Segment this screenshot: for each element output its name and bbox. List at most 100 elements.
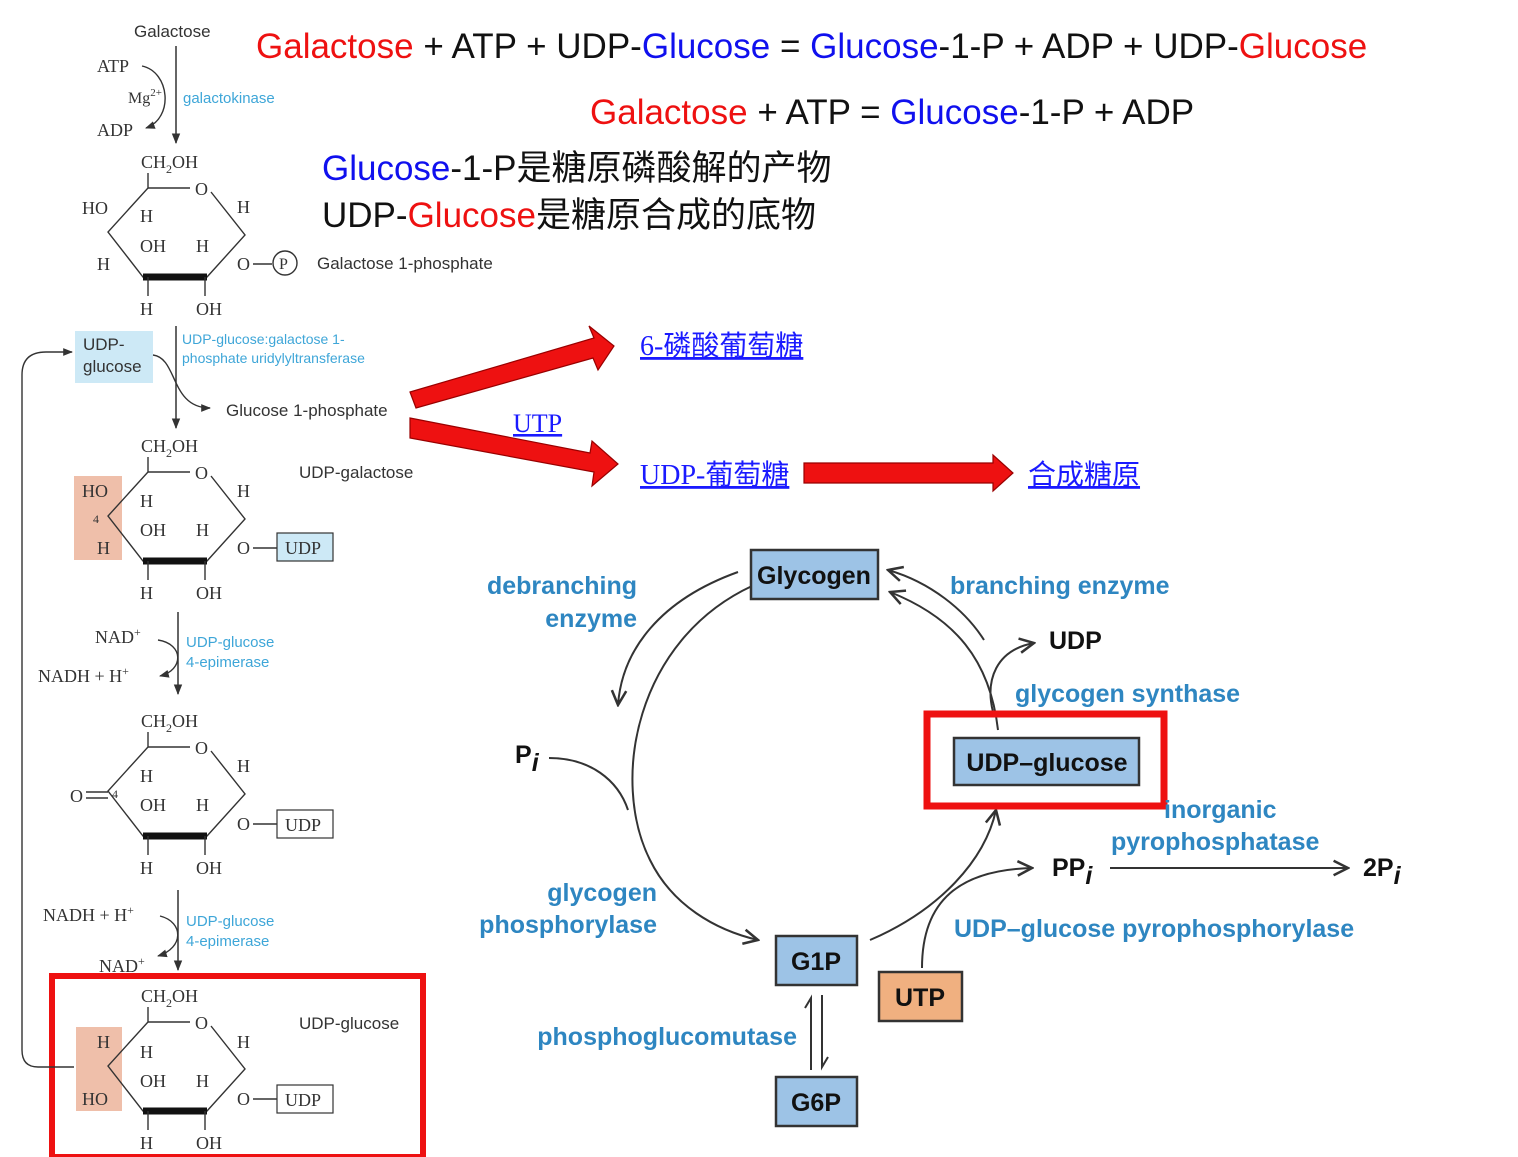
note1-glucose: Glucose <box>322 149 450 188</box>
red-arrow-right <box>803 453 1014 493</box>
svg-text:UDP: UDP <box>285 538 321 558</box>
svg-text:UDP–glucose: UDP–glucose <box>966 749 1127 777</box>
glycogen-node <box>749 548 880 601</box>
h-left-low: H <box>97 254 110 274</box>
glucose-1-phosphate-label: Glucose 1-phosphate <box>226 401 388 420</box>
equation-net: Galactose + ATP = Glucose-1-P + ADP <box>590 93 1194 132</box>
udp-release-curve <box>989 643 1034 713</box>
inorganic-label-2: pyrophosphatase <box>1111 828 1319 856</box>
phosphate-circle <box>272 250 298 276</box>
g1p-node <box>774 934 859 987</box>
svg-text:H: H <box>196 1071 209 1091</box>
epimerase-label-2b: 4-epimerase <box>186 933 269 950</box>
equilibrium-arrow-up <box>804 994 812 1070</box>
recycle-loop-arrow <box>21 348 74 1068</box>
svg-text:4: 4 <box>93 512 99 526</box>
oh-bottom: OH <box>196 299 222 319</box>
epimerase-label-1b: 4-epimerase <box>186 654 269 671</box>
note-glucose-1-p: Glucose-1-P是糖原磷酸解的产物 <box>322 149 832 188</box>
debranching-label-1: debranching <box>487 572 637 600</box>
svg-text:H: H <box>196 520 209 540</box>
epimerase-label-1a: UDP-glucose <box>186 634 274 651</box>
nadh-2: NADH + H+ <box>43 903 134 925</box>
note1-rest: -1-P是糖原磷酸解的产物 <box>450 149 831 188</box>
svg-text:UDP: UDP <box>285 1090 321 1110</box>
svg-text:O: O <box>195 738 208 758</box>
adp-label: ADP <box>97 120 133 140</box>
atp-label: ATP <box>97 56 129 76</box>
svg-text:H: H <box>237 481 250 501</box>
svg-text:OH: OH <box>196 858 222 878</box>
svg-text:UDP-: UDP- <box>83 335 125 354</box>
o-link: O <box>237 254 250 274</box>
keto-o: O <box>70 786 83 806</box>
c4-highlight-2 <box>76 1027 122 1111</box>
utp-link[interactable]: UTP <box>513 409 562 438</box>
pyrophosphorylase-label: UDP–glucose pyrophosphorylase <box>954 915 1354 943</box>
ppi-label: PPi <box>1052 854 1093 890</box>
svg-text:H: H <box>140 858 153 878</box>
g6p-link[interactable]: 6-磷酸葡萄糖 <box>640 330 803 362</box>
svg-text:OH: OH <box>196 1133 222 1153</box>
branching-arc-1 <box>888 570 985 641</box>
g6p-node <box>774 1075 859 1128</box>
svg-text:UTP: UTP <box>895 984 945 1012</box>
eq2-part2: -1-P + ADP <box>1019 93 1194 132</box>
galactokinase-label: galactokinase <box>183 90 275 107</box>
transferase-label-2: phosphate uridylyltransferase <box>182 350 365 366</box>
svg-text:OH: OH <box>140 1071 166 1091</box>
udp-box-3 <box>276 1084 334 1114</box>
udp-box-2 <box>276 809 334 839</box>
galactose-pathway: Galactose ATP Mg2+ ADP galactokinase CH2… <box>21 22 493 1157</box>
svg-text:H: H <box>140 1133 153 1153</box>
svg-text:OH: OH <box>140 520 166 540</box>
svg-text:OH: OH <box>196 583 222 603</box>
svg-text:Glycogen: Glycogen <box>757 562 871 590</box>
eq2-part1: + ATP = <box>748 93 891 132</box>
udp-glucose-structure: CH2OH O H H H OH H HO O UDP H OH <box>76 986 334 1153</box>
nad-plus-2: NAD+ <box>99 954 145 976</box>
eq2-glucose: Glucose <box>890 93 1018 132</box>
galactose-1-phosphate-structure: CH2OH O HO H H OH H H O P H OH <box>82 152 298 319</box>
svg-text:O: O <box>237 814 250 834</box>
note2-prefix: UDP- <box>322 196 408 235</box>
svg-text:G1P: G1P <box>791 948 841 976</box>
svg-text:H: H <box>140 491 153 511</box>
svg-text:CH2OH: CH2OH <box>141 436 198 460</box>
branching-enzyme-label: branching enzyme <box>950 572 1170 600</box>
equilibrium-arrow-down <box>821 995 829 1071</box>
svg-text:UDP: UDP <box>285 815 321 835</box>
note2-rest: 是糖原合成的底物 <box>536 196 816 235</box>
udp-galactose-label: UDP-galactose <box>299 463 413 482</box>
eq1-part2: = <box>770 27 810 66</box>
udp-glucose-box <box>75 331 153 383</box>
eq1-glucose-c: Glucose <box>1239 27 1367 66</box>
phosphorylase-label-2: phosphorylase <box>479 911 657 939</box>
pi-input-curve <box>548 757 629 811</box>
oh-inner: OH <box>140 236 166 256</box>
phosphorylase-label-1: glycogen <box>547 879 657 907</box>
ho-c4: HO <box>82 481 108 501</box>
nad-plus-1: NAD+ <box>95 625 141 647</box>
eq1-part1: + ATP + UDP- <box>414 27 642 66</box>
eq2-galactose: Galactose <box>590 93 748 132</box>
svg-text:O: O <box>195 1013 208 1033</box>
svg-text:H: H <box>140 583 153 603</box>
svg-text:G6P: G6P <box>791 1089 841 1117</box>
udp-glucose-link[interactable]: UDP-葡萄糖 <box>640 459 789 491</box>
udp-galactose-structure: CH2OH O HO 4 H H OH H H O UDP H OH <box>74 436 334 603</box>
svg-text:CH2OH: CH2OH <box>141 711 198 735</box>
glycogen-synthase-label: glycogen synthase <box>1015 680 1240 708</box>
ring-o: O <box>195 179 208 199</box>
eq1-galactose: Galactose <box>256 27 414 66</box>
svg-text:H: H <box>237 756 250 776</box>
svg-text:H: H <box>97 538 110 558</box>
svg-text:4: 4 <box>112 787 118 801</box>
svg-text:H: H <box>140 766 153 786</box>
glycogen-synthesis-link[interactable]: 合成糖原 <box>1028 459 1140 491</box>
svg-text:O: O <box>237 538 250 558</box>
udp-glucose-node <box>952 736 1141 787</box>
galactose-label: Galactose <box>134 22 211 41</box>
h-inner: H <box>140 206 153 226</box>
